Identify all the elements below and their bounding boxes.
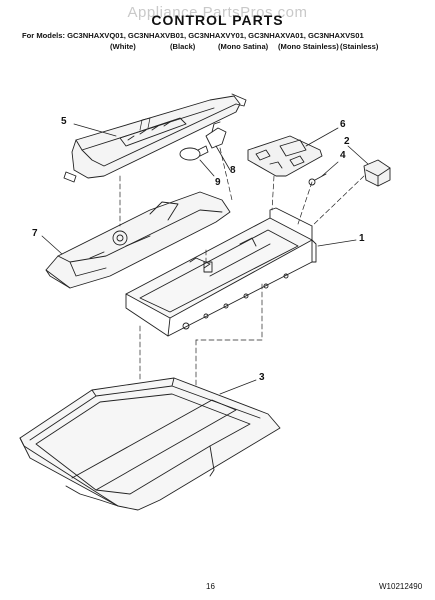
variant-label: (Stainless) — [340, 42, 379, 51]
part-6-control-board — [247, 135, 323, 177]
page-title: CONTROL PARTS — [151, 12, 284, 28]
part-1-control-box — [125, 207, 317, 337]
variant-label: (White) — [110, 42, 136, 51]
part-7-bracket — [45, 191, 231, 289]
callout-5: 5 — [61, 116, 67, 127]
callout-leaders — [41, 123, 369, 395]
callout-3: 3 — [259, 372, 265, 383]
part-3-base-tray — [19, 377, 281, 511]
exploded-parts-diagram — [19, 93, 391, 511]
callout-7: 7 — [32, 228, 38, 239]
variant-labels: (White) (Black) (Mono Satina) (Mono Stai… — [0, 42, 435, 54]
callout-8: 8 — [230, 165, 236, 176]
assembly-lines — [119, 147, 365, 389]
variant-label: (Black) — [170, 42, 196, 51]
variant-label: (Mono Satina) — [218, 42, 269, 51]
document-number: W10212490 — [379, 582, 423, 591]
callout-9: 9 — [215, 177, 221, 188]
page-number: 16 — [206, 582, 215, 591]
watermark: Appliance PartsPros.com — [127, 4, 308, 21]
part-4-screw — [308, 173, 327, 186]
models-line: For Models: GC3NHAXVQ01, GC3NHAXVB01, GC… — [22, 31, 364, 40]
callout-6: 6 — [340, 119, 346, 130]
part-8-lamp-socket — [205, 121, 227, 149]
part-9-bulb — [179, 145, 209, 161]
callout-2: 2 — [344, 136, 350, 147]
part-5-cover — [63, 93, 247, 183]
variant-label: (Mono Stainless) — [278, 42, 339, 51]
callout-1: 1 — [359, 233, 365, 244]
callout-4: 4 — [340, 150, 346, 161]
part-2-connector — [363, 159, 391, 187]
